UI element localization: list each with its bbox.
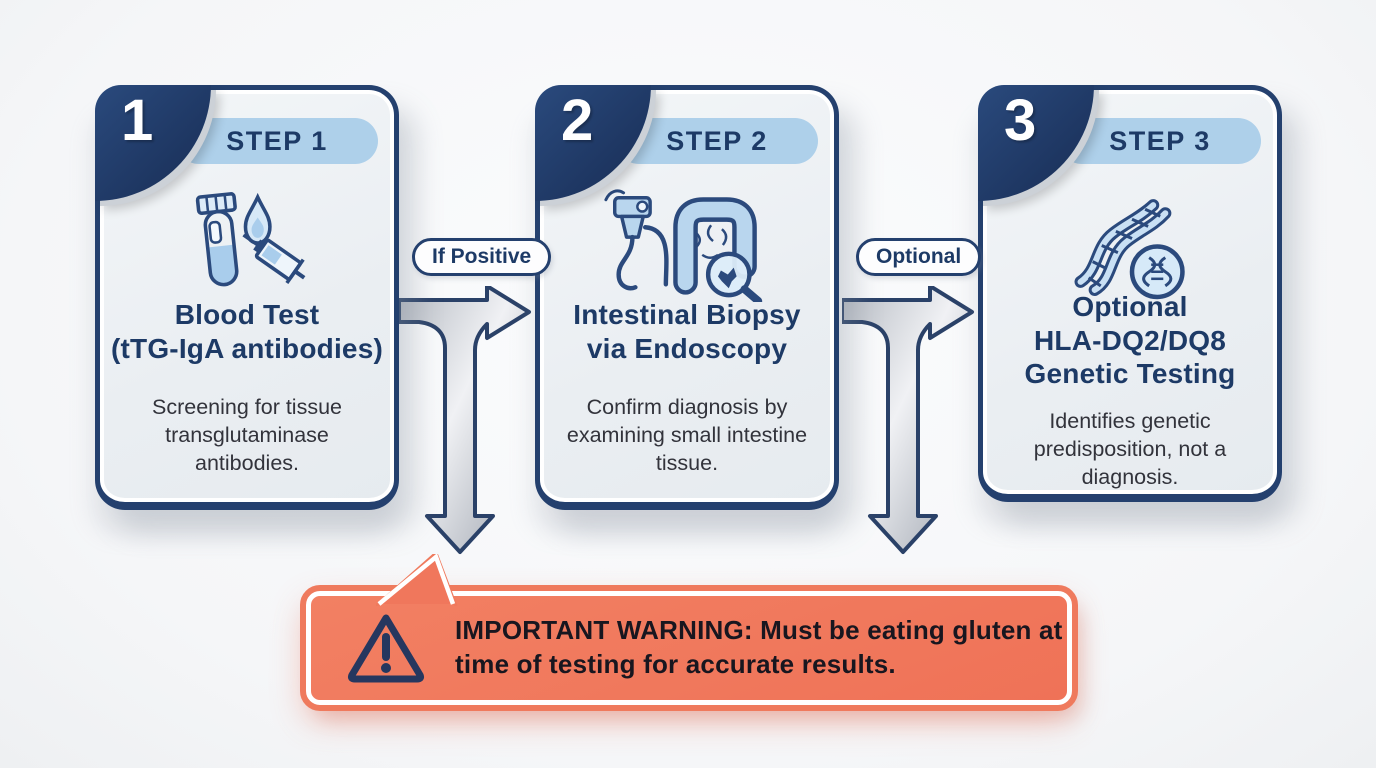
step-title-line: (tTG-IgA antibodies) bbox=[110, 332, 384, 364]
dna-icon bbox=[1074, 199, 1185, 300]
step-title-line: Intestinal Biopsy bbox=[573, 299, 801, 330]
step-description: Identifies genetic predisposition, not a… bbox=[1033, 409, 1227, 489]
branch-arrow-2 bbox=[842, 286, 974, 554]
step-title-line: Blood Test bbox=[174, 299, 320, 330]
step-title: Intestinal Biopsy via Endoscopy bbox=[548, 298, 826, 365]
step-card-3: 3 STEP 3 Opt bbox=[978, 85, 1282, 502]
warning-text: IMPORTANT WARNING: Must be eating gluten… bbox=[455, 615, 1063, 679]
step-card-1: 1 STEP 1 bbox=[95, 85, 399, 510]
step-number-badge: 1 bbox=[95, 85, 211, 201]
step-icon-area bbox=[983, 182, 1277, 304]
step-title: Blood Test (tTG-IgA antibodies) bbox=[108, 298, 386, 365]
step-icon-area bbox=[540, 182, 834, 304]
step-description: Confirm diagnosis by examining small int… bbox=[566, 395, 808, 475]
step-title: Optional HLA-DQ2/DQ8 Genetic Testing bbox=[991, 290, 1269, 391]
step-pill: STEP 2 bbox=[616, 118, 818, 164]
step-pill: STEP 1 bbox=[176, 118, 378, 164]
step-description: Screening for tissue transglutaminase an… bbox=[151, 395, 342, 475]
step-number: 1 bbox=[121, 88, 154, 153]
endoscopy-icon bbox=[604, 189, 763, 302]
step-number: 3 bbox=[1004, 88, 1037, 153]
step-title-line: Genetic Testing bbox=[1024, 358, 1236, 390]
step-title-line: via Endoscopy bbox=[586, 332, 788, 364]
warning-triangle-icon bbox=[347, 614, 425, 683]
step-title-line: Optional bbox=[1072, 291, 1188, 322]
connector-label-if-positive: If Positive bbox=[412, 238, 552, 276]
step-title-line: HLA-DQ2/DQ8 bbox=[1034, 324, 1226, 356]
blood-test-icon bbox=[195, 192, 306, 287]
branch-arrow-1 bbox=[399, 286, 531, 554]
step-pill: STEP 3 bbox=[1059, 118, 1261, 164]
step-card-2: 2 STEP 2 Intestinal B bbox=[535, 85, 839, 510]
warning-banner: IMPORTANT WARNING: Must be eating gluten… bbox=[300, 585, 1078, 711]
step-icon-area bbox=[100, 182, 394, 304]
connector-label-optional: Optional bbox=[856, 238, 982, 276]
warning-tail bbox=[376, 554, 458, 606]
step-number: 2 bbox=[561, 88, 594, 153]
